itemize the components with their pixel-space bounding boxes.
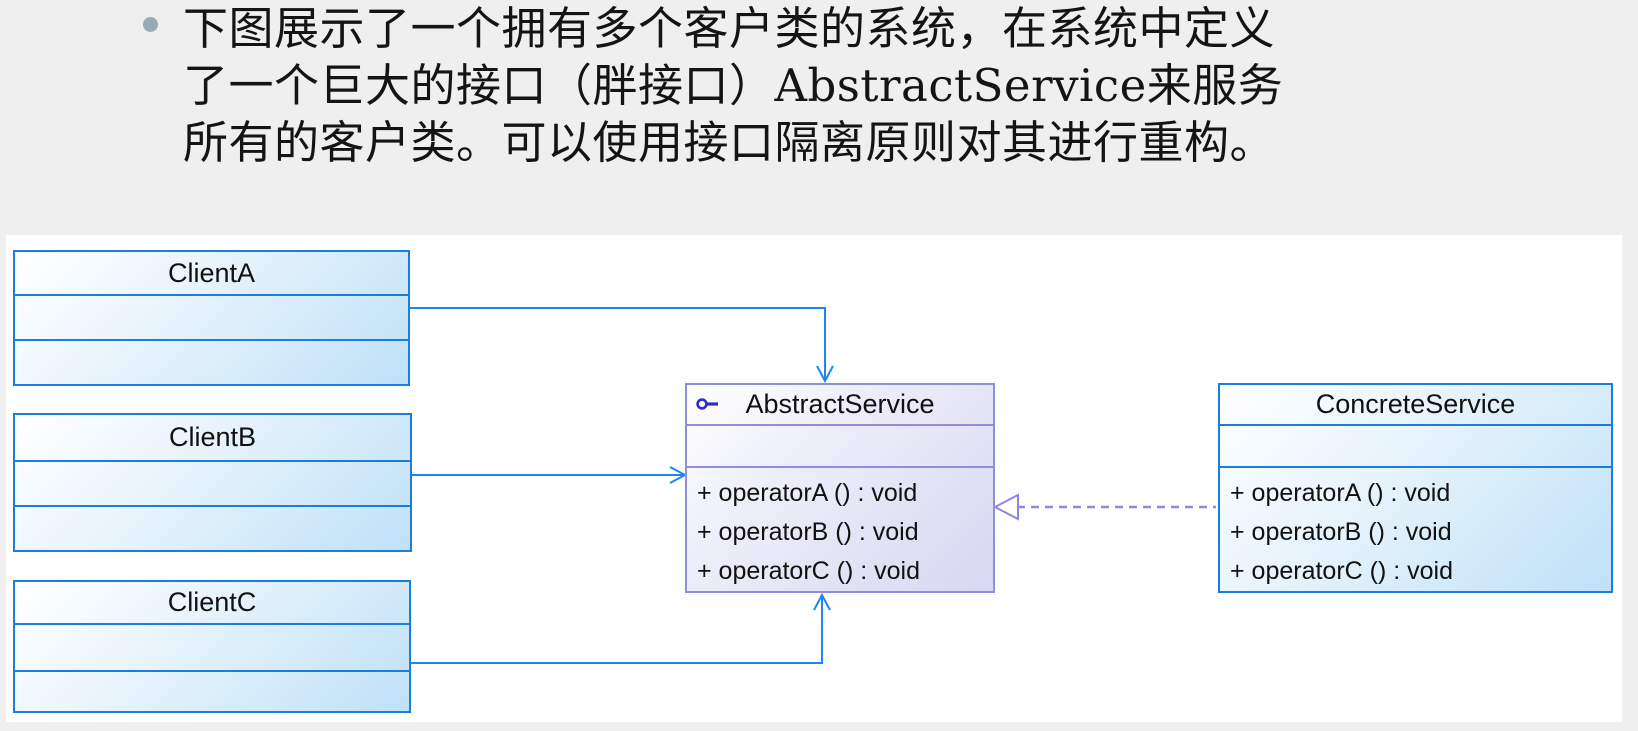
- class-clientb-operations: [15, 507, 410, 550]
- class-clientb-name: ClientB: [168, 422, 257, 452]
- class-clientb: ClientB: [13, 413, 412, 552]
- class-concreteservice-name: ConcreteService: [1315, 388, 1516, 419]
- operation-item: + operatorA () : void: [1230, 479, 1451, 507]
- class-clientb-title: ClientB: [15, 415, 410, 462]
- class-abstractservice: AbstractService + operatorA () : void + …: [685, 383, 995, 593]
- slide-text-line-3: 所有的客户类。可以使用接口隔离原则对其进行重构。: [183, 116, 1276, 169]
- operation-item: + operatorA () : void: [697, 479, 918, 507]
- connector-layer: [410, 307, 1216, 664]
- association-clientb-abstractservice: [412, 466, 688, 484]
- bullet-icon: [143, 17, 158, 32]
- operation-item: + operatorC () : void: [1230, 557, 1454, 585]
- class-abstractservice-title: AbstractService: [687, 385, 993, 426]
- class-concreteservice-operations: + operatorA () : void + operatorB () : v…: [1220, 468, 1611, 591]
- class-abstractservice-attributes: [687, 426, 993, 468]
- class-clienta-operations: [15, 341, 408, 384]
- class-abstractservice-name: AbstractService: [745, 388, 935, 419]
- slide-text-line-2: 了一个巨大的接口（胖接口）AbstractService来服务: [183, 59, 1284, 112]
- association-clientc-abstractservice: [411, 592, 831, 664]
- class-clienta-name: ClientA: [167, 257, 256, 288]
- interface-lollipop-icon: [696, 398, 718, 410]
- class-clientc-title: ClientC: [15, 582, 409, 625]
- uml-class-diagram: ClientA ClientB ClientC: [6, 235, 1622, 722]
- class-clienta-attributes: [15, 296, 408, 341]
- class-clientc-operations: [15, 672, 409, 711]
- class-clientb-attributes: [15, 462, 410, 507]
- operation-item: + operatorB () : void: [1230, 518, 1452, 546]
- class-clientc-name: ClientC: [167, 587, 257, 617]
- slide-text-block: 下图展示了一个拥有多个客户类的系统，在系统中定义 了一个巨大的接口（胖接口）Ab…: [183, 0, 1583, 171]
- class-clientc-attributes: [15, 625, 409, 672]
- class-clienta: ClientA: [13, 250, 410, 386]
- class-clienta-title: ClientA: [15, 252, 408, 296]
- class-concreteservice: ConcreteService + operatorA () : void + …: [1218, 383, 1613, 593]
- operation-item: + operatorB () : void: [697, 518, 919, 546]
- class-concreteservice-title: ConcreteService: [1220, 385, 1611, 426]
- association-clienta-abstractservice: [410, 307, 834, 384]
- realization-concreteservice-abstractservice: [992, 493, 1216, 521]
- class-concreteservice-attributes: [1220, 426, 1611, 468]
- slide-text-line-1: 下图展示了一个拥有多个客户类的系统，在系统中定义: [183, 2, 1276, 55]
- class-clientc: ClientC: [13, 580, 411, 713]
- class-abstractservice-operations: + operatorA () : void + operatorB () : v…: [687, 468, 993, 591]
- operation-item: + operatorC () : void: [697, 557, 921, 585]
